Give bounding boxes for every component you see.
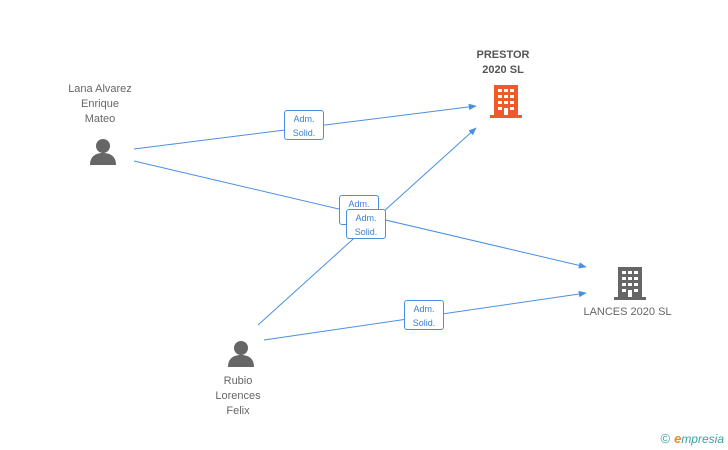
person-name-line: Rubio — [223, 375, 253, 387]
building-icon — [490, 85, 522, 118]
company-name-line: PRESTOR — [476, 49, 530, 61]
brand-logo: ©empresia — [660, 431, 724, 446]
role-line: Adm. — [348, 199, 370, 209]
company-label-prestor[interactable]: PRESTOR 2020 SL — [453, 48, 553, 78]
edge-label-lana-prestor[interactable]: Adm. Solid. — [284, 110, 324, 140]
building-icon — [614, 267, 646, 300]
brand-logo-e: e — [674, 431, 682, 446]
copyright-symbol: © — [660, 431, 671, 446]
person-icon — [228, 341, 254, 367]
role-line: Solid. — [354, 227, 378, 237]
person-label-rubio[interactable]: Rubio Lorences Felix — [188, 374, 288, 419]
role-line: Solid. — [412, 318, 436, 328]
company-name-line: 2020 SL — [482, 64, 524, 76]
person-name-line: Enrique — [81, 98, 119, 110]
role-line: Adm. — [355, 213, 377, 223]
person-name-line: Lorences — [215, 390, 261, 402]
brand-logo-text: mpresia — [681, 432, 724, 446]
person-name-line: Mateo — [84, 113, 116, 125]
company-label-lances[interactable]: LANCES 2020 SL — [570, 305, 685, 320]
role-line: Adm. — [293, 114, 315, 124]
edge-label-rubio-lances[interactable]: Adm. Solid. — [404, 300, 444, 330]
company-name-line: LANCES 2020 SL — [583, 306, 672, 318]
role-line: Adm. — [413, 304, 435, 314]
person-label-lana[interactable]: Lana Alvarez Enrique Mateo — [50, 82, 150, 127]
person-name-line: Lana Alvarez — [68, 83, 132, 95]
role-line: Solid. — [292, 128, 316, 138]
person-icon — [90, 139, 116, 165]
person-name-line: Felix — [226, 405, 250, 417]
edge-label-rubio-prestor[interactable]: Adm. Solid. — [346, 209, 386, 239]
